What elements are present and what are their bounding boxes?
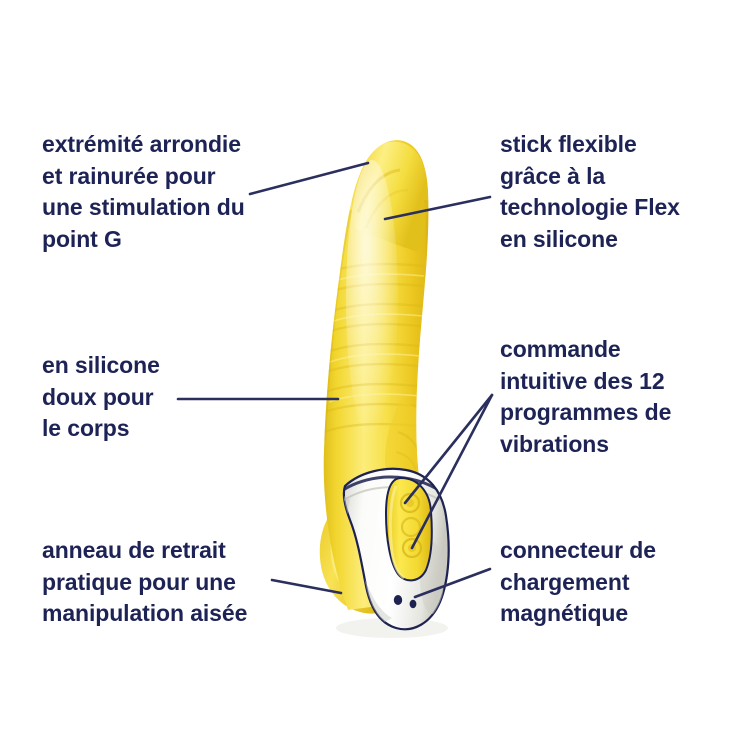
control-strip[interactable] [384,476,433,582]
callout-12-vibration-programs: commande intuitive des 12 programmes de … [500,336,672,458]
callout-retrieval-ring: anneau de retrait pratique pour une mani… [42,537,248,627]
callout-magnetic-charging: connecteur de chargement magnétique [500,537,656,627]
callout-rounded-tip: extrémité arrondie et rainurée pour une … [42,131,245,253]
callout-soft-silicone: en silicone doux pour le corps [42,352,160,442]
callout-flexible-stick: stick flexible grâce à la technologie Fl… [500,131,680,253]
magnetic-charging-contacts [393,595,417,609]
